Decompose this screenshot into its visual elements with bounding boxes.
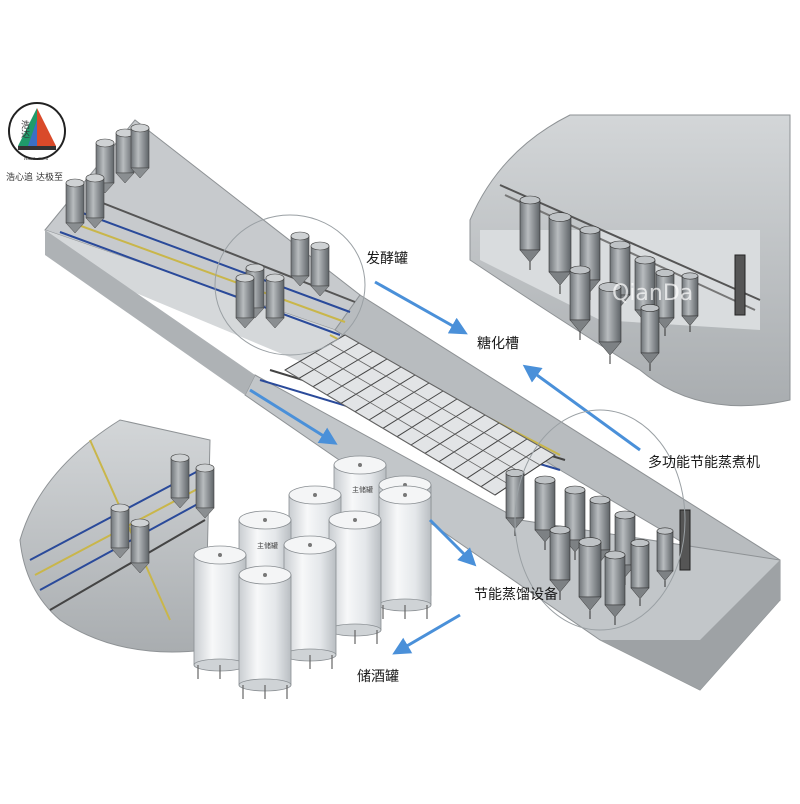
still-unit bbox=[640, 304, 660, 371]
fermentation-tank bbox=[170, 453, 190, 509]
logo-slogan-left: 浩心追 bbox=[6, 173, 34, 183]
detail-callouts bbox=[214, 214, 686, 631]
arrow-cooking bbox=[249, 388, 338, 445]
label-saccharification-tank: 糖化槽 bbox=[477, 336, 519, 352]
fermentation-tank bbox=[95, 138, 115, 194]
pipe bbox=[49, 519, 206, 611]
still-unit bbox=[655, 269, 675, 336]
logo bbox=[6, 100, 68, 162]
fermentation-tank bbox=[310, 241, 330, 297]
still-unit bbox=[681, 272, 699, 332]
cooking-equipment bbox=[505, 195, 746, 625]
fermentation-tank bbox=[290, 231, 310, 287]
arrow-saccharification bbox=[522, 364, 641, 452]
grid-rail bbox=[284, 369, 496, 496]
logo-slogan-right: 达极至 bbox=[36, 173, 64, 183]
fermentation-tank bbox=[85, 173, 105, 229]
logo-mark-text: 浩达 bbox=[19, 120, 29, 138]
still-unit bbox=[604, 550, 626, 625]
grid-rail bbox=[329, 343, 541, 466]
label-fermentation-tank: 发酵罐 bbox=[366, 251, 408, 267]
fermentation-tank-group bbox=[65, 123, 330, 574]
label-cooking-machine: 多功能节能蒸煮机 bbox=[648, 455, 760, 471]
fermentation-tank bbox=[65, 178, 85, 234]
still-unit bbox=[579, 225, 601, 300]
pipe bbox=[79, 211, 351, 313]
flow-arrows bbox=[249, 280, 641, 655]
still-unit bbox=[598, 282, 622, 364]
grid-rail bbox=[344, 334, 556, 456]
still-unit bbox=[548, 212, 572, 294]
still-unit bbox=[630, 539, 650, 606]
storage-tank bbox=[283, 535, 337, 669]
storage-tank-tag: 主储罐 bbox=[257, 541, 278, 550]
still-unit bbox=[519, 195, 541, 270]
storage-tank bbox=[238, 565, 292, 699]
storage-tank-tag: 主储罐 bbox=[352, 485, 373, 494]
arrow-storage bbox=[392, 613, 461, 655]
pipe bbox=[59, 231, 341, 336]
still-unit bbox=[569, 265, 591, 340]
fermentation-tank bbox=[130, 518, 150, 574]
fermentation-tank bbox=[195, 463, 215, 519]
grid-rail bbox=[314, 352, 526, 476]
arrow-distillation bbox=[428, 518, 477, 567]
pipe bbox=[89, 439, 171, 621]
logo-mark-icon bbox=[8, 102, 66, 160]
logo-tagline: Haoda Tech bbox=[24, 156, 49, 161]
storage-tank bbox=[378, 485, 432, 619]
pipe bbox=[69, 221, 346, 323]
watermark-text: QianDa bbox=[612, 281, 693, 306]
distillation-column bbox=[734, 254, 746, 316]
grid-rail bbox=[299, 360, 511, 486]
still-unit bbox=[578, 537, 602, 619]
still-unit bbox=[549, 525, 571, 600]
fermentation-tank bbox=[235, 273, 255, 329]
arrow-fermentation bbox=[374, 280, 468, 335]
fermentation-tank bbox=[265, 273, 285, 329]
storage-tank bbox=[328, 510, 382, 644]
storage-tank bbox=[193, 545, 247, 679]
fermentation-tank bbox=[130, 123, 150, 179]
label-distillation-equipment: 节能蒸馏设备 bbox=[474, 587, 558, 603]
label-storage-tank: 储酒罐 bbox=[357, 669, 399, 685]
conveyor bbox=[499, 184, 761, 301]
fermentation-tank bbox=[110, 503, 130, 559]
still-unit bbox=[656, 527, 674, 587]
